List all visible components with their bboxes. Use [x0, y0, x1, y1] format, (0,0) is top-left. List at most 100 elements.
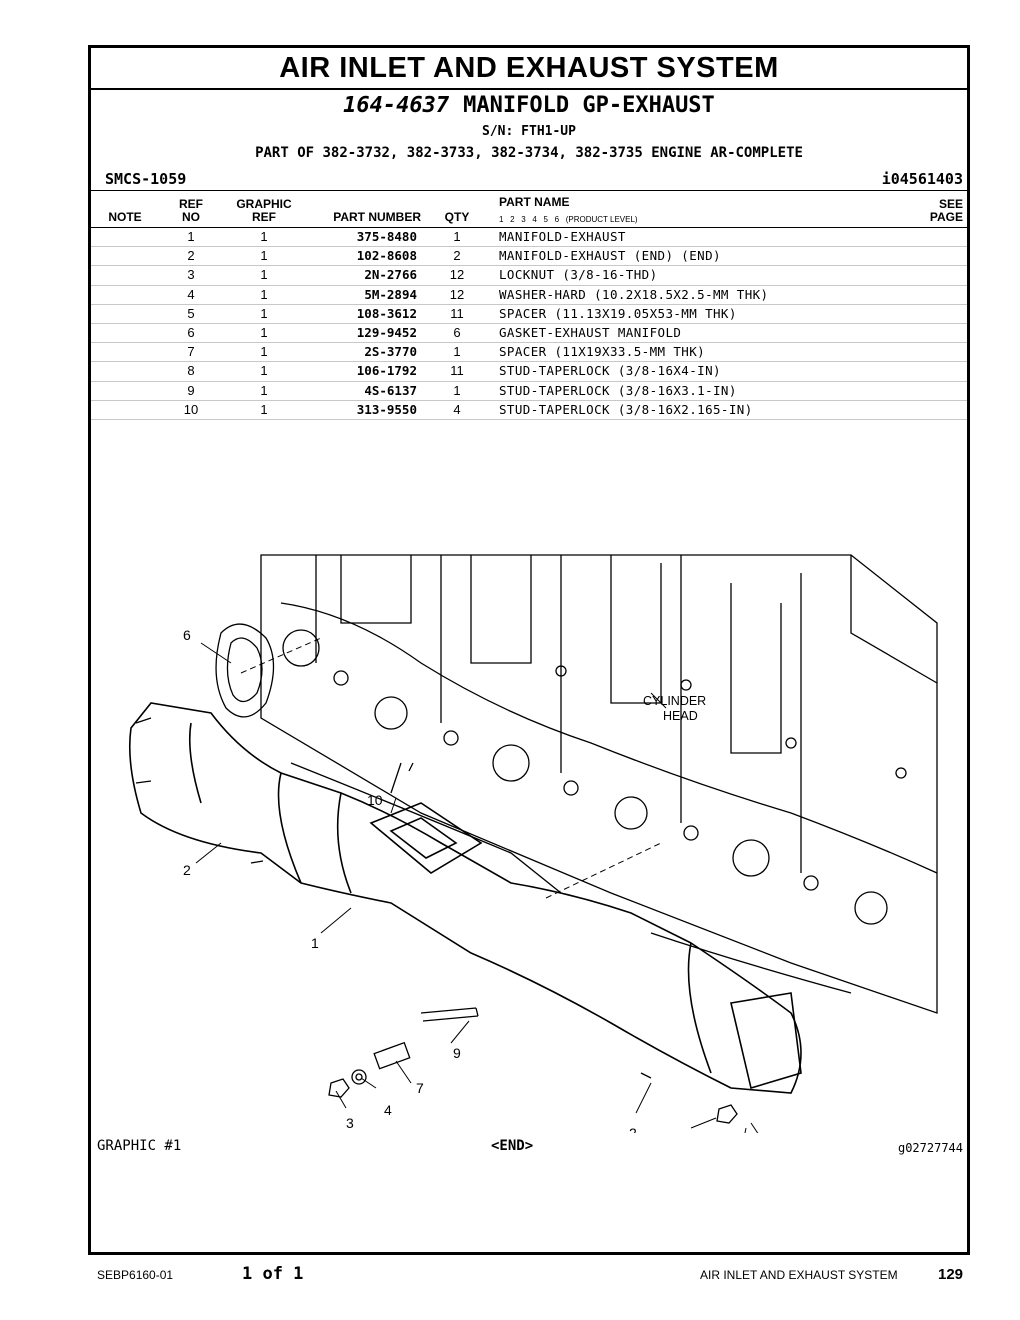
cell-name: SPACER (11X19X33.5-MM THK) — [499, 344, 706, 360]
header-graphic-ref: GRAPHIC REF — [229, 198, 299, 224]
table-row: 7 1 2S-3770 1 SPACER (11X19X33.5-MM THK) — [91, 343, 967, 363]
section-title: AIR INLET AND EXHAUST SYSTEM — [91, 48, 967, 90]
cell-qty: 6 — [453, 324, 461, 340]
callout-6: 6 — [183, 627, 191, 643]
callout-10: 10 — [367, 792, 383, 808]
cell-ref: 5 — [187, 305, 195, 321]
cell-qty: 2 — [453, 248, 461, 264]
cell-ref: 3 — [187, 267, 195, 283]
table-row: 6 1 129-9452 6 GASKET-EXHAUST MANIFOLD — [91, 324, 967, 344]
table-row: 1 1 375-8480 1 MANIFOLD-EXHAUST — [91, 228, 967, 248]
cell-part-number: 102-8608 — [356, 248, 417, 264]
callout-4: 4 — [384, 1102, 392, 1118]
cell-ref: 1 — [187, 229, 195, 244]
cell-name: LOCKNUT (3/8-16-THD) — [499, 267, 658, 283]
cell-graphic: 1 — [260, 267, 268, 283]
header-note: NOTE — [108, 210, 142, 224]
cell-part-number: 108-3612 — [356, 305, 417, 321]
cell-graphic: 1 — [260, 324, 268, 340]
cell-name: MANIFOLD-EXHAUST (END) (END) — [499, 248, 721, 264]
cylinder-head-label-line1: CYLINDER — [643, 694, 706, 708]
cell-part-number: 5M-2894 — [364, 286, 417, 302]
exhaust-manifold-outline — [129, 702, 802, 1094]
cell-ref: 9 — [187, 382, 195, 398]
cell-qty: 11 — [450, 363, 464, 379]
cell-name: STUD-TAPERLOCK (3/8-16X2.165-IN) — [499, 401, 753, 417]
cell-part-number: 4S-6137 — [364, 382, 417, 398]
cell-qty: 4 — [453, 401, 461, 417]
footer-page-of: 1 of 1 — [242, 1264, 304, 1284]
cylinder-head-label-line2: HEAD — [663, 709, 698, 723]
header-ref-top: REF — [179, 197, 203, 211]
cell-ref: 10 — [183, 401, 199, 417]
cell-name: STUD-TAPERLOCK (3/8-16X3.1-IN) — [499, 382, 737, 398]
group-part-number: 164-4637 — [343, 93, 450, 118]
end-marker: <END> — [491, 1138, 534, 1154]
header-graphic-top: GRAPHIC — [236, 197, 292, 211]
callout-2-right: 2 — [629, 1125, 637, 1133]
part-of-line: PART OF 382-3732, 382-3733, 382-3734, 38… — [255, 145, 803, 161]
callout-1: 1 — [311, 935, 319, 951]
cell-name: STUD-TAPERLOCK (3/8-16X4-IN) — [499, 363, 721, 379]
cell-qty: 1 — [453, 344, 461, 360]
cell-graphic: 1 — [260, 286, 268, 302]
footer-document-number: SEBP6160-01 — [97, 1268, 174, 1282]
cell-ref: 6 — [187, 324, 195, 340]
cell-qty: 1 — [453, 229, 461, 244]
cell-graphic: 1 — [260, 229, 268, 244]
cell-ref: 8 — [187, 363, 195, 379]
callout-labels: 6 2 1 10 9 7 4 3 2 3 4-5 8 CYLINDER HEAD — [183, 627, 706, 1133]
table-row: 2 1 102-8608 2 MANIFOLD-EXHAUST (END) (END) — [91, 247, 967, 267]
header-ref-no: REF NO — [176, 198, 206, 224]
footer-section: AIR INLET AND EXHAUST SYSTEM — [700, 1268, 898, 1282]
cylinder-head-outline — [260, 554, 938, 1014]
table-top-rule — [91, 190, 967, 191]
callout-2-left: 2 — [183, 862, 191, 878]
cell-name: GASKET-EXHAUST MANIFOLD — [499, 324, 682, 340]
cell-graphic: 1 — [260, 363, 268, 379]
cell-part-number: 2S-3770 — [364, 344, 417, 360]
leader-lines — [195, 637, 759, 1133]
header-see-bottom: PAGE — [929, 210, 963, 224]
cell-part-number: 375-8480 — [356, 229, 417, 244]
header-product-levels: 1 2 3 4 5 6 (PRODUCT LEVEL) — [499, 215, 638, 224]
cell-ref: 2 — [187, 248, 195, 264]
cell-graphic: 1 — [260, 248, 268, 264]
smcs-code: SMCS-1059 — [105, 170, 187, 188]
callout-9: 9 — [453, 1045, 461, 1061]
cell-graphic: 1 — [260, 305, 268, 321]
table-header-rule — [91, 227, 967, 228]
cell-qty: 11 — [450, 305, 464, 321]
exploded-view-drawing: 6 2 1 10 9 7 4 3 2 3 4-5 8 CYLINDER HEAD — [129, 554, 938, 1133]
graphic-label: GRAPHIC #1 — [97, 1138, 182, 1154]
header-qty: QTY — [444, 210, 470, 224]
cell-part-number: 313-9550 — [356, 401, 417, 417]
group-title: 164-4637 MANIFOLD GP-EXHAUST — [91, 92, 967, 120]
callout-3-left: 3 — [346, 1115, 354, 1131]
cell-name: MANIFOLD-EXHAUST — [499, 229, 626, 244]
footer-page-number: 129 — [938, 1266, 964, 1283]
header-part-name: PART NAME — [499, 195, 570, 209]
header-part-number: PART NUMBER — [333, 210, 421, 224]
cell-part-number: 129-9452 — [356, 324, 417, 340]
cell-graphic: 1 — [260, 401, 268, 417]
group-name: MANIFOLD GP-EXHAUST — [463, 93, 715, 118]
cell-name: WASHER-HARD (10.2X18.5X2.5-MM THK) — [499, 286, 769, 302]
graphic-id: g02727744 — [897, 1141, 963, 1155]
serial-range: S/N: FTH1-UP — [482, 124, 576, 139]
gasket-outline — [215, 623, 275, 718]
cell-graphic: 1 — [260, 344, 268, 360]
callout-7: 7 — [416, 1080, 424, 1096]
header-graphic-bottom: REF — [252, 210, 276, 224]
header-see-page: SEE PAGE — [913, 198, 963, 224]
cell-ref: 7 — [187, 344, 195, 360]
header-ref-bottom: NO — [182, 210, 200, 224]
cell-qty: 1 — [453, 382, 461, 398]
table-row: 10 1 313-9550 4 STUD-TAPERLOCK (3/8-16X2.165… — [91, 401, 967, 420]
